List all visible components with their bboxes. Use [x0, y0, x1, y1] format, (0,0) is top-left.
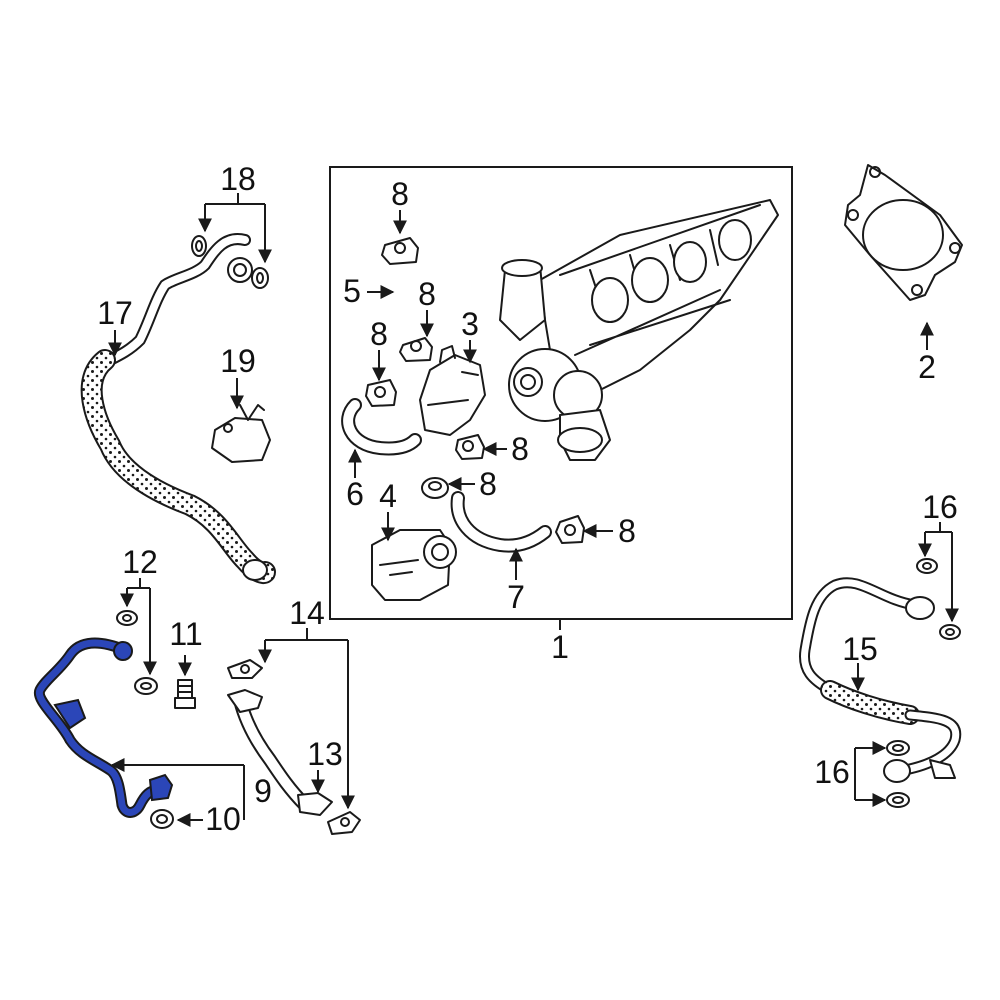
banjo-bolt-11: [174, 679, 196, 709]
callout-8-right: 8: [618, 513, 636, 549]
oil-line-9: [33, 637, 174, 818]
callout-10: 10: [205, 801, 241, 837]
washer-16b: [939, 624, 961, 640]
callout-11: 11: [169, 616, 202, 652]
bracket-19: [211, 404, 271, 463]
callout-6: 6: [346, 476, 364, 512]
grommet-8d: [455, 434, 485, 460]
callout-8-upper: 8: [418, 276, 436, 312]
callout-14: 14: [289, 595, 325, 631]
callout-17: 17: [97, 295, 133, 331]
actuator-4: [371, 529, 457, 601]
grommet-8b: [399, 337, 433, 362]
coolant-pipe-17: [80, 233, 276, 584]
callout-12: 12: [122, 544, 158, 580]
callout-15: 15: [842, 631, 878, 667]
callout-9: 9: [254, 773, 272, 809]
callout-3: 3: [461, 306, 479, 342]
washer-16a: [916, 558, 938, 574]
grommet-8f: [555, 515, 585, 544]
turbocharger: [499, 199, 779, 461]
callout-8-lower: 8: [479, 466, 497, 502]
washer-10: [150, 809, 174, 829]
callout-19: 19: [220, 343, 256, 379]
gasket-14b: [327, 811, 361, 835]
washer-16d: [886, 792, 910, 808]
callout-8-top: 8: [391, 176, 409, 212]
washer-16c: [886, 740, 910, 756]
washer-18a: [191, 235, 207, 257]
oil-return-13: [227, 689, 333, 816]
callout-8-mid: 8: [511, 431, 529, 467]
grommet-8c: [365, 379, 397, 407]
oil-feed-15: [798, 577, 962, 783]
washer-12a: [116, 610, 138, 626]
callout-13: 13: [307, 736, 343, 772]
gasket-14a: [227, 659, 263, 679]
washer-18b: [251, 267, 269, 289]
callout-16-bottom: 16: [814, 754, 850, 790]
grommet-8e: [421, 477, 449, 499]
callout-5: 5: [343, 273, 361, 309]
callout-7: 7: [507, 579, 525, 615]
callout-16-top: 16: [922, 489, 958, 525]
callout-4: 4: [379, 478, 397, 514]
callout-18: 18: [220, 161, 256, 197]
gasket-2: [844, 164, 963, 301]
leader-lines: [108, 193, 959, 827]
callout-2: 2: [918, 349, 936, 385]
callout-1: 1: [551, 629, 569, 665]
callout-8-left: 8: [370, 316, 388, 352]
washer-12b: [134, 677, 158, 695]
grommet-8a: [381, 237, 419, 265]
